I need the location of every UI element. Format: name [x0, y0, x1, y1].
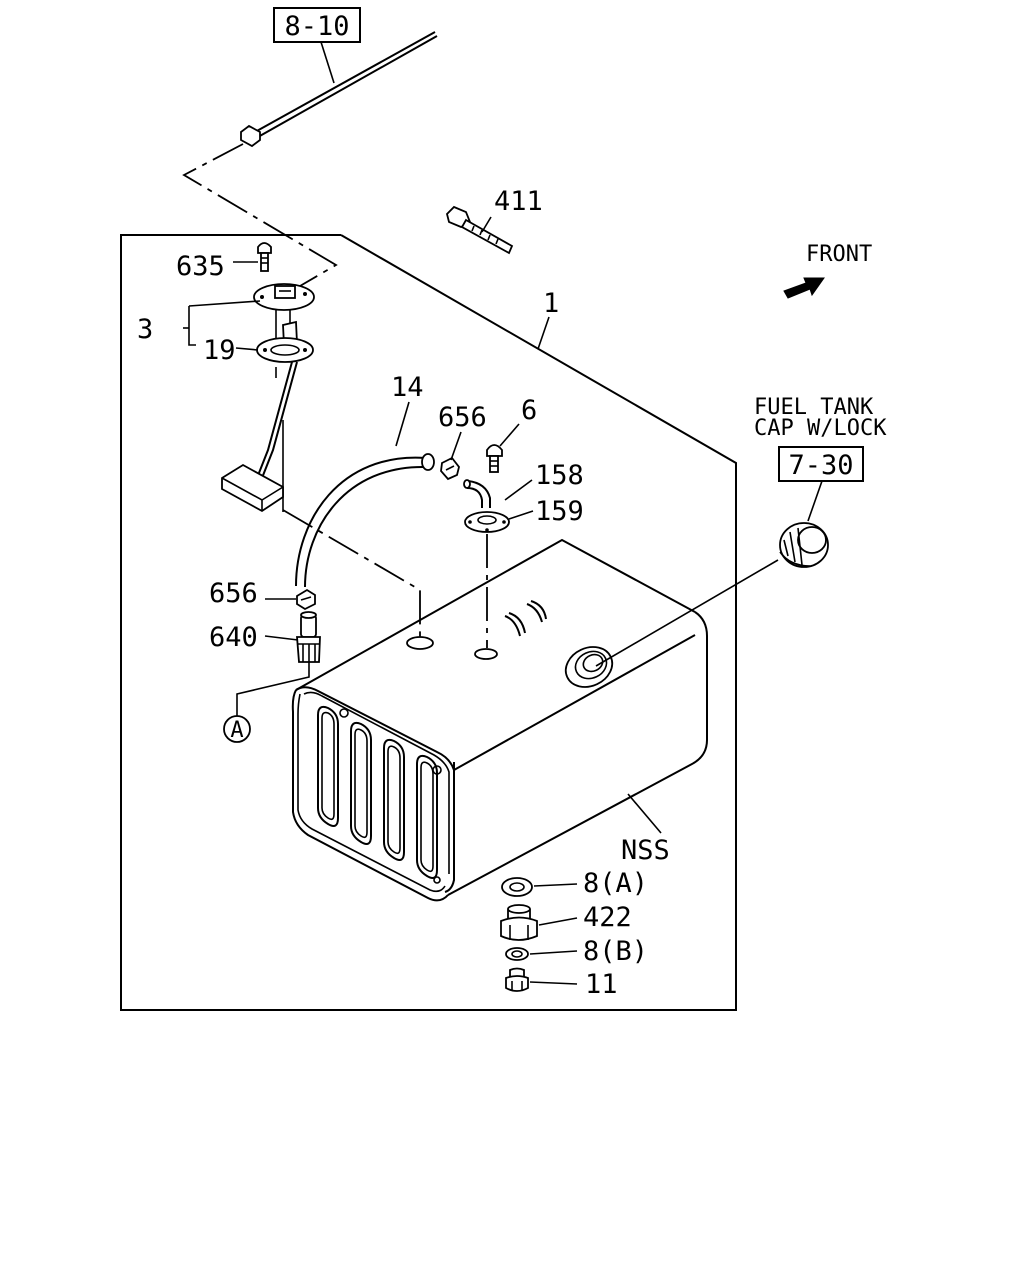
label-656-bottom: 656 [209, 578, 258, 609]
cap-note-line2: CAP W/LOCK [754, 416, 887, 441]
front-arrow-icon [783, 277, 825, 299]
fuel-tank-cap[interactable] [779, 522, 829, 568]
label-14: 14 [391, 372, 424, 403]
label-411: 411 [494, 186, 543, 217]
part-422-plug[interactable] [500, 904, 538, 941]
part-640-connector[interactable] [296, 611, 321, 663]
part-11-drain-bolt[interactable] [505, 967, 529, 992]
label-6: 6 [521, 395, 537, 426]
part-158-pipe[interactable] [463, 479, 491, 508]
wire-harness [240, 31, 438, 148]
part-14-hose[interactable] [295, 453, 435, 588]
ref-8-10-label: 8-10 [284, 11, 349, 42]
ref-box-8-10[interactable]: 8-10 [273, 7, 361, 43]
label-640: 640 [209, 622, 258, 653]
label-158: 158 [535, 460, 584, 491]
part-656-clamp-bottom[interactable] [296, 588, 316, 611]
part-635-screw[interactable] [257, 242, 272, 272]
label-a: A [230, 718, 243, 743]
part-19-gasket-plate[interactable] [256, 337, 314, 363]
label-422: 422 [583, 902, 632, 933]
cap-note-line1: FUEL TANK [754, 395, 874, 420]
label-656-top: 656 [438, 402, 487, 433]
assembly-frame [120, 234, 737, 1011]
part-656-clamp-top[interactable] [440, 456, 460, 481]
front-label: FRONT [806, 242, 872, 267]
label-8b: 8(B) [583, 936, 648, 967]
ref-box-7-30[interactable]: 7-30 [778, 446, 864, 482]
label-635: 635 [176, 251, 225, 282]
label-11: 11 [585, 969, 618, 1000]
part-3-sender-unit[interactable] [253, 283, 315, 347]
part-8a-washer[interactable] [501, 877, 533, 897]
label-19: 19 [203, 335, 236, 366]
label-159: 159 [535, 496, 584, 527]
fuel-float [221, 463, 284, 513]
part-411-cable-tie[interactable] [446, 205, 514, 255]
fuel-tank-body[interactable] [291, 538, 708, 902]
ref-7-30-label: 7-30 [788, 450, 853, 481]
label-1: 1 [543, 288, 559, 319]
part-159-flange[interactable] [464, 511, 510, 533]
label-3: 3 [137, 314, 153, 345]
connection-marker-a: A [223, 715, 251, 743]
part-8b-washer[interactable] [505, 947, 529, 961]
label-8a: 8(A) [583, 868, 648, 899]
part-6-screw[interactable] [486, 444, 503, 473]
label-nss: NSS [621, 835, 670, 866]
